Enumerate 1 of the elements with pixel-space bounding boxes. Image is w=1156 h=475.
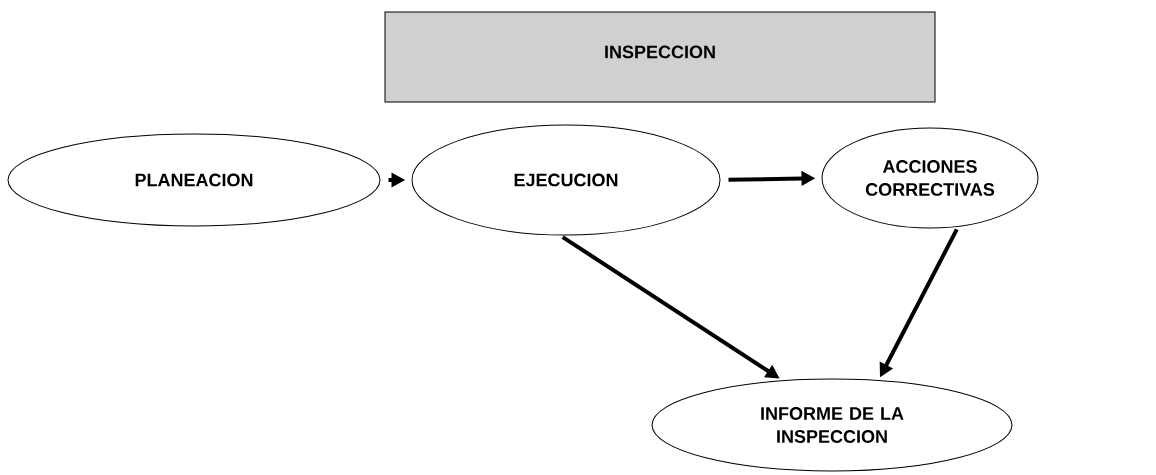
title-box: INSPECCION	[384, 11, 936, 103]
